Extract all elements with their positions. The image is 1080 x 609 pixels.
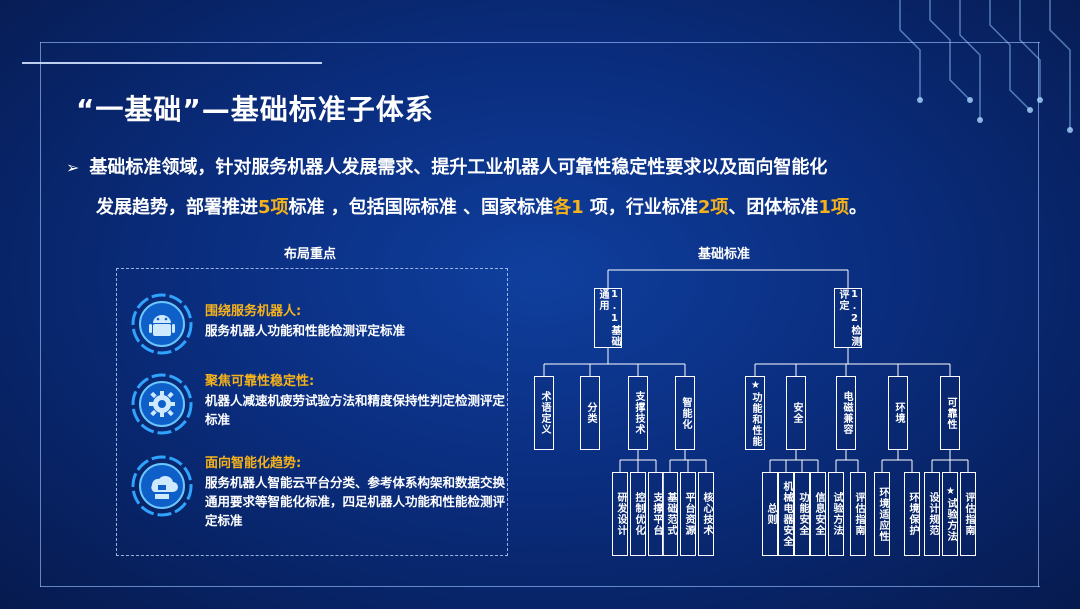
focus-text-2: 聚焦可靠性稳定性: 机器人减速机疲劳试验方法和精度保持性判定检测评定标准 — [205, 373, 505, 429]
focus-body-3: 服务机器人智能云平台分类、参考体系构架和数据交换通用要求等智能化标准，四足机器人… — [205, 475, 506, 528]
android-robot-icon — [131, 293, 193, 355]
node-reliability-evaluation-guide: 评估指南 — [960, 472, 976, 556]
focus-heading-2: 聚焦可靠性稳定性: — [205, 374, 315, 389]
focus-box: 围绕服务机器人: 服务机器人功能和性能检测评定标准 聚焦可靠性稳定性: 机器人减… — [116, 268, 508, 556]
node-emc: 电磁兼容 — [836, 376, 856, 450]
node-function-performance: ★功能和性能 — [745, 376, 765, 450]
node-functional-safety: 功能安全 — [794, 472, 810, 556]
node-basic-general: 1.1基础通用 — [594, 288, 622, 348]
intro-line-2: 发展趋势，部署推进5项标准 ，包括国际标准 、国家标准各1 项，行业标准2项、团… — [66, 188, 1056, 228]
highlight-1-item: 1项 — [818, 197, 849, 218]
focus-heading-1: 围绕服务机器人: — [205, 304, 302, 319]
node-support-platform: 支撑平台 — [648, 472, 664, 556]
node-environmental-protection: 环境保护 — [904, 472, 920, 556]
page-title: “一基础”—基础标准子体系 — [76, 93, 434, 126]
focus-body-2: 机器人减速机疲劳试验方法和精度保持性判定检测评定标准 — [205, 393, 506, 427]
node-evaluation-guide: 评估指南 — [850, 472, 866, 556]
intro-text-2: 发展趋势，部署推进 — [96, 197, 258, 218]
focus-text-1: 围绕服务机器人: 服务机器人功能和性能检测评定标准 — [205, 303, 505, 340]
node-mechanical-electrical-safety: 机械电器安全 — [778, 472, 794, 556]
node-general-rules: 总则 — [762, 472, 778, 556]
node-design-specification: 设计规范 — [924, 472, 940, 556]
node-intelligence: 智能化 — [675, 376, 695, 450]
circuit-decoration — [899, 0, 1073, 133]
tree-root-label: 基础标准 — [698, 247, 751, 262]
intro-text-1: 基础标准领域，针对服务机器人发展需求、提升工业机器人可靠性稳定性要求以及面向智能… — [89, 157, 828, 178]
highlight-each-1: 各1 — [553, 197, 584, 218]
focus-body-1: 服务机器人功能和性能检测评定标准 — [205, 323, 406, 338]
node-control-optimization: 控制优化 — [630, 472, 646, 556]
node-environment: 环境 — [888, 376, 908, 450]
node-information-security: 信息安全 — [810, 472, 826, 556]
focus-text-3: 面向智能化趋势: 服务机器人智能云平台分类、参考体系构架和数据交换通用要求等智能… — [205, 455, 505, 530]
focus-section-label: 布局重点 — [284, 247, 337, 262]
arrow-bullet-icon: ➢ — [66, 158, 80, 177]
frame-top-line — [40, 42, 1040, 43]
intro-line-1: ➢ 基础标准领域，针对服务机器人发展需求、提升工业机器人可靠性稳定性要求以及面向智… — [66, 148, 1056, 188]
cloud-platform-icon — [131, 455, 193, 517]
node-rd-design: 研发设计 — [612, 472, 628, 556]
node-basic-paradigm: 基础范式 — [662, 472, 678, 556]
node-reliability: 可靠性 — [940, 376, 960, 450]
node-platform-resources: 平台资源 — [680, 472, 696, 556]
node-safety: 安全 — [786, 376, 806, 450]
node-support-technology: 支撑技术 — [628, 376, 648, 450]
node-test-method: 试验方法 — [828, 472, 844, 556]
node-environmental-adaptability: 环境适应性 — [874, 472, 890, 556]
node-core-technology: 核心技术 — [698, 472, 714, 556]
frame-right-line — [1038, 42, 1039, 587]
gear-icon — [131, 373, 193, 435]
intro-paragraph: ➢ 基础标准领域，针对服务机器人发展需求、提升工业机器人可靠性稳定性要求以及面向智… — [66, 148, 1056, 228]
node-terms-definitions: 术语定义 — [534, 376, 554, 450]
intro-text-3: 标准 ，包括国际标准 、国家标准 — [288, 197, 554, 218]
node-test-evaluation: 1.2检测评定 — [834, 288, 862, 348]
intro-text-4: 项，行业标准 — [583, 197, 698, 218]
intro-text-5: 、团体标准 — [728, 197, 819, 218]
node-classification: 分类 — [580, 376, 600, 450]
standards-tree: 1.1基础通用 1.2检测评定 术语定义 分类 支撑技术 智能化 ★功能和性能 … — [520, 268, 990, 568]
tree-connectors — [543, 269, 969, 472]
focus-heading-3: 面向智能化趋势: — [205, 456, 302, 471]
highlight-5-items: 5项 — [258, 197, 289, 218]
title-accent-line — [22, 62, 322, 64]
highlight-2-items: 2项 — [697, 197, 729, 218]
frame-bottom-line — [40, 586, 1040, 587]
frame-left-line — [40, 42, 41, 587]
node-reliability-test-method: ★试验方法 — [942, 472, 958, 556]
intro-text-6: 。 — [848, 197, 867, 218]
